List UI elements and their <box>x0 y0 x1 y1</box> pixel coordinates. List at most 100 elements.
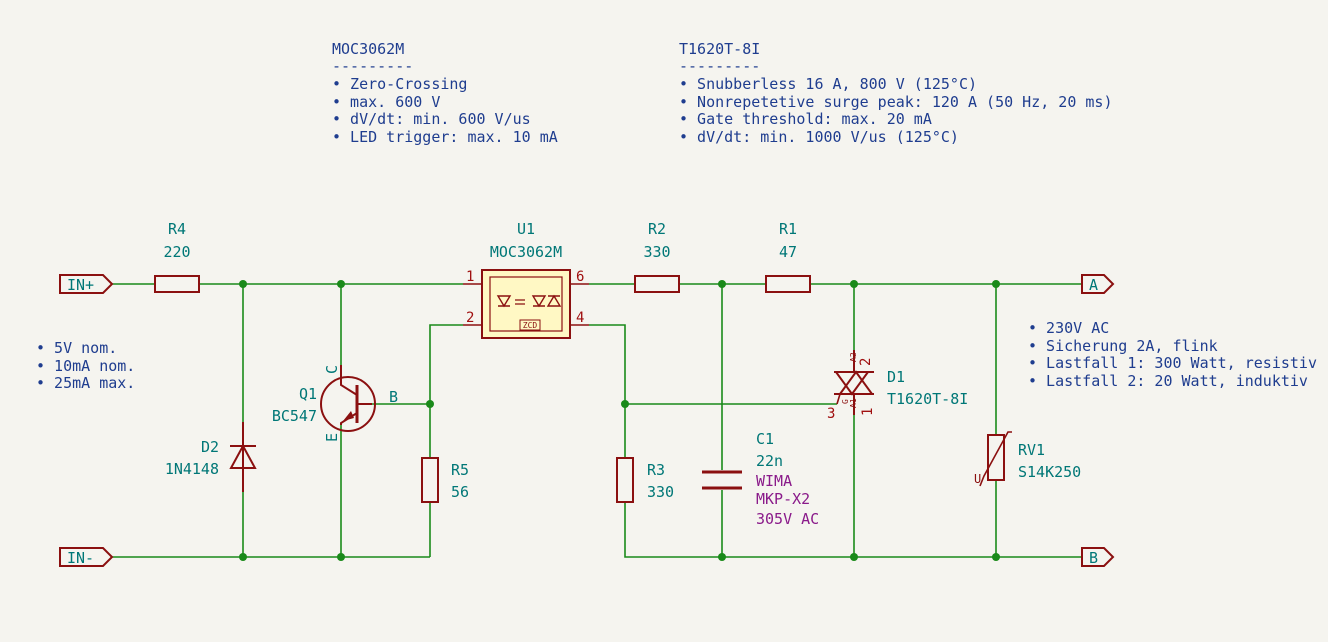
triac-notes: T1620T-8I --------- • Snubberless 16 A, … <box>679 40 1112 146</box>
resistor-r5: R5 56 <box>421 457 469 503</box>
input-note-line: • 25mA max. <box>36 374 135 392</box>
c1-extra: 305V AC <box>756 510 819 528</box>
moc-note-line: • Zero-Crossing <box>332 75 467 93</box>
r1-value: 47 <box>779 243 797 261</box>
junction-dot <box>239 280 247 288</box>
r1-ref: R1 <box>779 220 797 238</box>
d1-label-a1: A1 <box>849 398 858 408</box>
q1-pin-c: C <box>323 365 341 374</box>
c1-extra: MKP-X2 <box>756 490 810 508</box>
r2-value: 330 <box>643 243 670 261</box>
c1-extra: WIMA <box>756 472 792 490</box>
port-b: B <box>1081 547 1115 567</box>
junction-dot <box>850 553 858 561</box>
triac-note-line: • Gate threshold: max. 20 mA <box>679 110 932 128</box>
triac-note-line: • Nonrepetetive surge peak: 120 A (50 Hz… <box>679 93 1112 111</box>
rv1-value: S14K250 <box>1018 463 1081 481</box>
d1-ref: D1 <box>887 368 905 386</box>
junction-dot <box>850 280 858 288</box>
q1-ref: Q1 <box>299 385 317 403</box>
port-in-plus-label: IN+ <box>67 276 94 294</box>
wires <box>112 283 1082 558</box>
d1-pin-a1: 1 <box>860 408 876 416</box>
junction-dot <box>992 553 1000 561</box>
r4-value: 220 <box>163 243 190 261</box>
junction-dot <box>718 553 726 561</box>
moc-note-underline: --------- <box>332 57 413 75</box>
u1-value: MOC3062M <box>490 243 562 261</box>
d1-pin-g: 3 <box>827 406 835 422</box>
d1-label-a2: A2 <box>849 352 858 362</box>
u1-ref: U1 <box>517 220 535 238</box>
r4-ref: R4 <box>168 220 186 238</box>
input-notes: • 5V nom. • 10mA nom. • 25mA max. <box>36 339 135 392</box>
junction-dot <box>239 553 247 561</box>
varistor-rv1: RV1 S14K250 U <box>974 431 1081 487</box>
output-note-line: • Lastfall 2: 20 Watt, induktiv <box>1028 372 1308 390</box>
junction-dot <box>621 400 629 408</box>
d1-value: T1620T-8I <box>887 390 968 408</box>
port-a-label: A <box>1089 276 1098 294</box>
d2-ref: D2 <box>201 438 219 456</box>
u1-pin: 4 <box>576 310 584 326</box>
u1-pin: 6 <box>576 269 584 285</box>
r2-ref: R2 <box>648 220 666 238</box>
optocoupler-u1: ZCD U1 MOC3062M 1 2 6 4 <box>463 220 589 339</box>
junction-dot <box>992 280 1000 288</box>
diode-d2: D2 1N4148 <box>165 422 257 492</box>
input-note-line: • 5V nom. <box>36 339 117 357</box>
d1-pin-a2: 2 <box>858 358 874 366</box>
port-in-minus-label: IN- <box>67 549 94 567</box>
input-note-line: • 10mA nom. <box>36 357 135 375</box>
port-a: A <box>1081 274 1115 294</box>
junction-dot <box>337 553 345 561</box>
output-note-line: • 230V AC <box>1028 319 1109 337</box>
moc-note-line: • LED trigger: max. 10 mA <box>332 128 558 146</box>
q1-pin-b: B <box>389 388 398 406</box>
resistor-r1: R1 47 <box>765 220 811 293</box>
u1-pin: 2 <box>466 310 474 326</box>
resistor-r3: R3 330 <box>616 457 674 503</box>
output-notes: • 230V AC • Sicherung 2A, flink • Lastfa… <box>1028 319 1317 390</box>
triac-note-line: • dV/dt: min. 1000 V/us (125°C) <box>679 128 959 146</box>
q1-pin-e: E <box>323 433 341 442</box>
port-b-label: B <box>1089 549 1098 567</box>
r3-ref: R3 <box>647 461 665 479</box>
d2-value: 1N4148 <box>165 460 219 478</box>
moc-note-line: • max. 600 V <box>332 93 440 111</box>
u1-pin: 1 <box>466 269 474 285</box>
resistor-r4: R4 220 <box>154 220 200 293</box>
wire <box>429 324 463 458</box>
r5-ref: R5 <box>451 461 469 479</box>
transistor-q1: Q1 BC547 B C E <box>272 365 398 442</box>
c1-ref: C1 <box>756 430 774 448</box>
junction-dot <box>426 400 434 408</box>
rv1-ref: RV1 <box>1018 441 1045 459</box>
r3-value: 330 <box>647 483 674 501</box>
r5-value: 56 <box>451 483 469 501</box>
u1-zcd-label: ZCD <box>523 321 538 330</box>
moc-notes: MOC3062M --------- • Zero-Crossing • max… <box>332 40 558 146</box>
triac-note-line: • Snubberless 16 A, 800 V (125°C) <box>679 75 977 93</box>
rv1-label-u: U <box>974 472 981 486</box>
q1-value: BC547 <box>272 407 317 425</box>
junction-dot <box>718 280 726 288</box>
c1-value: 22n <box>756 452 783 470</box>
junctions <box>239 280 1000 561</box>
moc-note-title: MOC3062M <box>332 40 404 58</box>
port-in-minus: IN- <box>59 547 114 567</box>
capacitor-c1: C1 22n WIMA MKP-X2 305V AC <box>702 430 819 528</box>
output-note-line: • Sicherung 2A, flink <box>1028 337 1218 355</box>
port-in-plus: IN+ <box>59 274 114 294</box>
wire <box>624 502 1082 558</box>
triac-note-underline: --------- <box>679 57 760 75</box>
triac-note-title: T1620T-8I <box>679 40 760 58</box>
junction-dot <box>337 280 345 288</box>
triac-d1: D1 T1620T-8I 2 1 3 A2 A1 G <box>827 350 968 422</box>
output-note-line: • Lastfall 1: 300 Watt, resistiv <box>1028 354 1317 372</box>
wire <box>589 324 626 458</box>
d1-label-g: G <box>841 399 850 404</box>
moc-note-line: • dV/dt: min. 600 V/us <box>332 110 531 128</box>
resistor-r2: R2 330 <box>634 220 680 293</box>
